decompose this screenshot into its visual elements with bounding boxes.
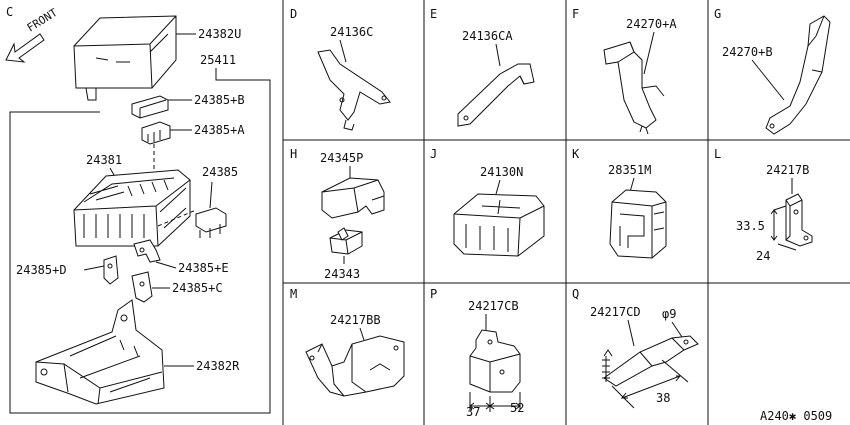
label-clip-c: 24385+C [172, 281, 223, 295]
cap-h-part [321, 177, 385, 219]
panel-f-part-label: 24270+A [626, 17, 677, 31]
panel-e-letter: E [430, 7, 437, 21]
panel-c-letter: C [6, 5, 13, 19]
fuse-box-part [73, 169, 191, 247]
panel-m-part-label: 24217BB [330, 313, 381, 327]
bracket-f-part [603, 41, 665, 135]
label-clip-d: 24385+D [16, 263, 67, 277]
panel-d-part-label: 24136C [330, 25, 373, 39]
panel-p-letter: P [430, 287, 437, 301]
diagram-code: A240✱ 0509 [760, 409, 832, 423]
panel-h-part2-label: 24343 [324, 267, 360, 281]
panel-j: J 24130N [430, 147, 545, 257]
label-fuse-box: 24381 [86, 153, 122, 167]
panel-c: C FRONT 24382U 25411 24385+B [5, 5, 271, 414]
panel-j-part-label: 24130N [480, 165, 523, 179]
label-clip: 24385 [202, 165, 238, 179]
panel-d-letter: D [290, 7, 297, 21]
bracket-outline [9, 68, 271, 414]
bracket-m-part [305, 335, 405, 397]
bracket-l-part [785, 193, 813, 247]
label-cover-bottom: 24382R [196, 359, 240, 373]
clip-d-part [103, 255, 119, 285]
bracket-q-part [602, 335, 699, 387]
panel-h-letter: H [290, 147, 297, 161]
panel-p-dim1: 37 [466, 405, 480, 419]
panel-p: P 24217CB 37 52 [430, 287, 524, 419]
connector-k-part [609, 189, 667, 259]
panel-g-part-label: 24270+B [722, 45, 773, 59]
bracket-e-part [457, 63, 535, 127]
panel-q: Q 24217CD φ9 38 [572, 287, 699, 409]
panel-l-dim1: 33.5 [736, 219, 765, 233]
panel-l: L 24217B 33.5 24 [714, 147, 813, 263]
panel-p-part-label: 24217CB [468, 299, 519, 313]
panel-q-dim1: φ9 [662, 307, 676, 321]
connector-j-part [453, 193, 545, 257]
dimension-q [611, 359, 689, 409]
panel-q-letter: Q [572, 287, 579, 301]
dimension-p [469, 392, 521, 412]
clip-c-part [131, 271, 170, 303]
bracket-p-part [469, 329, 521, 393]
label-clip-b: 24385+B [194, 93, 245, 107]
panel-m-letter: M [290, 287, 297, 301]
clip-e-part [133, 239, 177, 269]
clip-a-part [141, 121, 192, 145]
panel-f: F 24270+A [572, 7, 677, 135]
panel-d: D 24136C [290, 7, 391, 131]
cover-top-part [73, 15, 196, 101]
front-arrow-icon: FRONT [5, 6, 60, 63]
panel-h-part-label: 24345P [320, 151, 363, 165]
label-bracket-main: 25411 [200, 53, 236, 67]
label-clip-e: 24385+E [178, 261, 229, 275]
label-clip-a: 24385+A [194, 123, 245, 137]
panel-e-part-label: 24136CA [462, 29, 513, 43]
panel-q-dim2: 38 [656, 391, 670, 405]
panel-g: G 24270+B [714, 7, 831, 135]
panel-l-letter: L [714, 147, 721, 161]
panel-h: H 24345P 24343 [290, 147, 385, 281]
panel-q-part-label: 24217CD [590, 305, 641, 319]
panel-grid [282, 0, 850, 425]
panel-k-letter: K [572, 147, 580, 161]
bracket-g-part [765, 15, 831, 135]
panel-e: E 24136CA [430, 7, 535, 127]
front-label: FRONT [25, 6, 60, 35]
clip-part [195, 207, 227, 238]
panel-g-letter: G [714, 7, 721, 21]
panel-k: K 28351M [572, 147, 667, 259]
panel-f-letter: F [572, 7, 579, 21]
label-cover-top: 24382U [198, 27, 241, 41]
dimension-l [770, 205, 797, 251]
panel-l-part-label: 24217B [766, 163, 809, 177]
panel-m: M 24217BB [290, 287, 405, 397]
bracket-d-part [317, 49, 391, 131]
panel-k-part-label: 28351M [608, 163, 651, 177]
cover-bottom-part [35, 299, 194, 405]
panel-p-dim2: 52 [510, 401, 524, 415]
clip-b-part [131, 95, 192, 119]
panel-j-letter: J [430, 147, 437, 161]
panel-l-dim2: 24 [756, 249, 770, 263]
connector-h-part [329, 227, 363, 255]
